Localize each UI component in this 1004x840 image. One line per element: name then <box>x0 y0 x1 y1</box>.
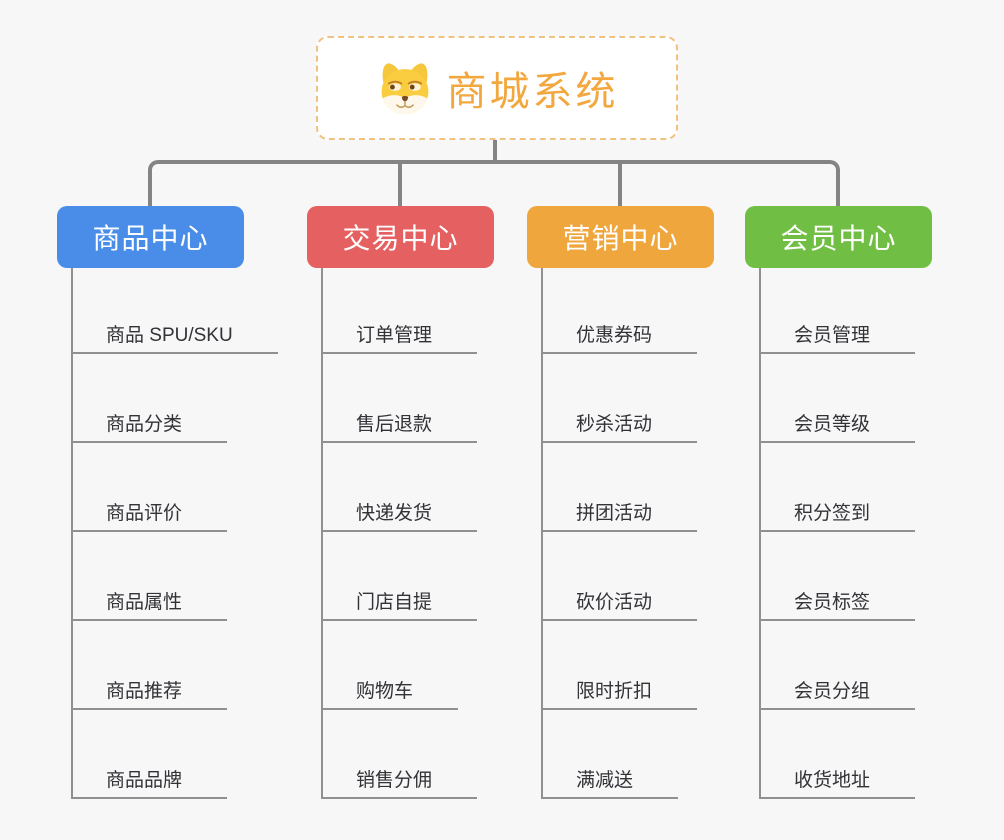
child-node[interactable]: 订单管理 <box>323 268 478 354</box>
child-node[interactable]: 优惠券码 <box>543 268 698 354</box>
child-node[interactable]: 购物车 <box>323 621 459 710</box>
connector-root-stub <box>493 140 497 163</box>
children-column-trade: 订单管理 售后退款 快递发货 门店自提 购物车 销售分佣 <box>321 268 478 799</box>
child-node[interactable]: 门店自提 <box>323 532 478 621</box>
child-node[interactable]: 拼团活动 <box>543 443 698 532</box>
children-column-member: 会员管理 会员等级 积分签到 会员标签 会员分组 收货地址 <box>759 268 916 799</box>
child-node[interactable]: 商品推荐 <box>73 621 228 710</box>
child-node[interactable]: 商品属性 <box>73 532 228 621</box>
child-node[interactable]: 快递发货 <box>323 443 478 532</box>
branch-node-marketing-center[interactable]: 营销中心 <box>527 206 714 268</box>
child-node[interactable]: 会员标签 <box>761 532 916 621</box>
child-node[interactable]: 会员等级 <box>761 354 916 443</box>
child-node[interactable]: 商品分类 <box>73 354 228 443</box>
child-node[interactable]: 积分签到 <box>761 443 916 532</box>
child-node[interactable]: 售后退款 <box>323 354 478 443</box>
root-node-title: 商城系统 <box>446 70 619 114</box>
child-node[interactable]: 销售分佣 <box>323 710 478 799</box>
connector-horizontal-bar <box>148 160 840 206</box>
child-node[interactable]: 商品评价 <box>73 443 228 532</box>
branch-node-product-center[interactable]: 商品中心 <box>57 206 244 268</box>
child-node[interactable]: 会员分组 <box>761 621 916 710</box>
child-node[interactable]: 砍价活动 <box>543 532 698 621</box>
child-node[interactable]: 商品 SPU/SKU <box>73 268 278 354</box>
connector-drop-marketing <box>618 163 622 206</box>
child-node[interactable]: 会员管理 <box>761 268 916 354</box>
children-column-product: 商品 SPU/SKU 商品分类 商品评价 商品属性 商品推荐 商品品牌 <box>71 268 278 799</box>
connector-drop-trade <box>398 163 402 206</box>
root-node-mall-system[interactable]: 商城系统 <box>316 36 678 140</box>
child-node[interactable]: 商品品牌 <box>73 710 228 799</box>
dog-face-icon <box>381 63 428 115</box>
child-node[interactable]: 秒杀活动 <box>543 354 698 443</box>
branch-node-member-center[interactable]: 会员中心 <box>745 206 932 268</box>
children-column-marketing: 优惠券码 秒杀活动 拼团活动 砍价活动 限时折扣 满减送 <box>541 268 698 799</box>
child-node[interactable]: 满减送 <box>543 710 679 799</box>
branch-node-trade-center[interactable]: 交易中心 <box>307 206 494 268</box>
child-node[interactable]: 收货地址 <box>761 710 916 799</box>
child-node[interactable]: 限时折扣 <box>543 621 698 710</box>
